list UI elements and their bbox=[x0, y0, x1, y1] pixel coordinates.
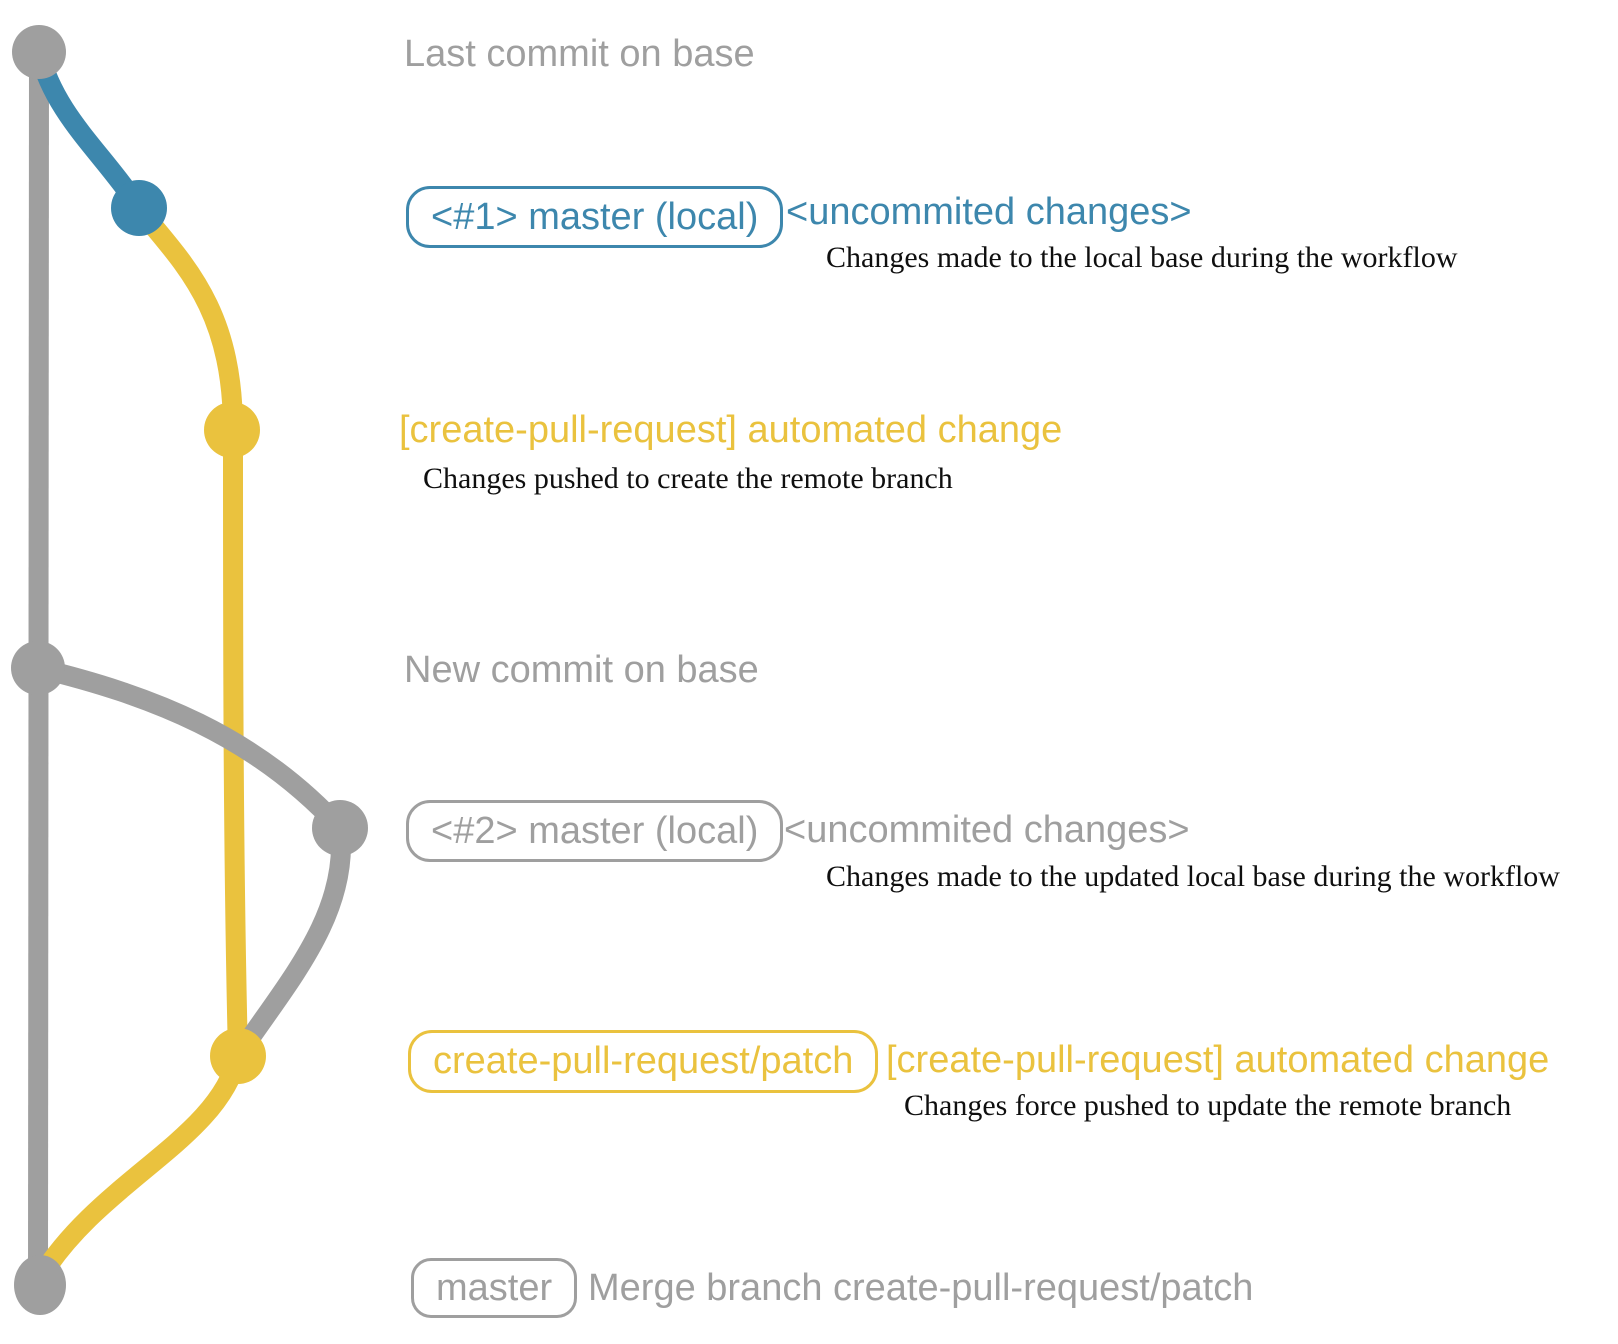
master-branch-badge: master bbox=[411, 1258, 578, 1318]
new-commit-label: New commit on base bbox=[404, 649, 759, 691]
commit-node-local-1 bbox=[111, 180, 167, 236]
local2-forcepush-curve bbox=[229, 826, 352, 1062]
local1-uncommited-label: <uncommited changes> bbox=[786, 191, 1192, 233]
local2-branch-curve bbox=[35, 658, 348, 835]
local1-branch-curve bbox=[29, 49, 147, 212]
automated1-commit-label: [create-pull-request] automated change bbox=[399, 409, 1063, 451]
commit-node-merge bbox=[14, 1255, 66, 1315]
automated2-description: Changes force pushed to update the remot… bbox=[904, 1089, 1512, 1122]
commit-node-new-base bbox=[11, 641, 65, 695]
commit-node-patch-2 bbox=[210, 1028, 266, 1084]
merge-commit-label: Merge branch create-pull-request/patch bbox=[588, 1267, 1254, 1309]
patch-branch-badge: create-pull-request/patch bbox=[408, 1030, 879, 1093]
automated1-description: Changes pushed to create the remote bran… bbox=[423, 462, 953, 495]
commit-node-local-2 bbox=[312, 800, 368, 856]
local2-uncommited-label: <uncommited changes> bbox=[784, 809, 1190, 851]
local2-branch-badge: <#2> master (local) bbox=[406, 800, 784, 862]
patch-merge-curve bbox=[31, 1053, 248, 1284]
last-commit-label: Last commit on base bbox=[404, 33, 755, 75]
commit-node-last-base bbox=[12, 25, 66, 79]
automated2-commit-label: [create-pull-request] automated change bbox=[886, 1039, 1550, 1081]
local2-description: Changes made to the updated local base d… bbox=[826, 860, 1560, 893]
patch-branch-curve-top bbox=[132, 203, 243, 431]
local1-branch-badge: <#1> master (local) bbox=[406, 186, 784, 248]
local1-description: Changes made to the local base during th… bbox=[826, 241, 1458, 274]
commit-node-patch-1 bbox=[204, 402, 260, 458]
